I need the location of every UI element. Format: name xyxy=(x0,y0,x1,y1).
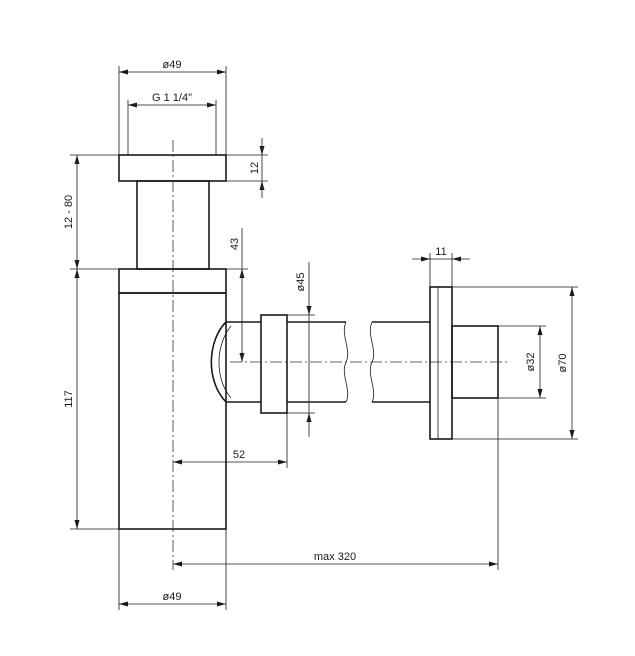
dim-pipe-diameter: ø32 xyxy=(498,325,546,399)
top-cap xyxy=(118,154,227,182)
trap-body-group xyxy=(118,154,227,530)
dim-cap-height-label: 12 xyxy=(249,162,261,174)
dim-pipe-diameter-label: ø32 xyxy=(525,353,537,372)
dim-max-length-label: max 320 xyxy=(314,551,356,563)
dim-body-height: 117 xyxy=(63,269,119,530)
outlet-nut xyxy=(260,314,288,414)
dim-outlet-height: 43 xyxy=(226,228,248,362)
dim-thread: G 1 1/4" xyxy=(127,92,217,155)
trap-body xyxy=(118,292,227,530)
outlet-elbow xyxy=(210,321,261,403)
dim-cap-height: 12 xyxy=(226,138,268,198)
dim-adjust-range: 12 - 80 xyxy=(63,154,137,270)
dim-outlet-height-label: 43 xyxy=(229,238,241,250)
dim-top-diameter-label: ø49 xyxy=(163,59,182,71)
dim-outlet-diameter-label: ø45 xyxy=(295,273,307,292)
dim-thread-label: G 1 1/4" xyxy=(152,92,192,104)
dim-flange-diameter: ø70 xyxy=(452,286,578,440)
dim-flange-thickness-label: 11 xyxy=(435,246,446,258)
dim-adjust-range-label: 12 - 80 xyxy=(63,195,75,229)
dim-outlet-offset-label: 52 xyxy=(233,449,245,461)
dim-flange-thickness: 11 xyxy=(412,246,470,287)
wall-flange xyxy=(429,286,453,440)
dim-top-diameter: ø49 xyxy=(118,59,227,155)
dim-body-height-label: 117 xyxy=(63,390,75,408)
dim-outlet-offset: 52 xyxy=(173,413,288,468)
dim-bottom-diameter-label: ø49 xyxy=(163,591,182,603)
dim-flange-diameter-label: ø70 xyxy=(557,354,569,373)
body-top-band xyxy=(118,268,227,294)
dim-max-length: max 320 xyxy=(173,398,499,570)
dim-bottom-diameter: ø49 xyxy=(118,529,227,610)
dim-outlet-diameter: ø45 xyxy=(287,262,315,437)
